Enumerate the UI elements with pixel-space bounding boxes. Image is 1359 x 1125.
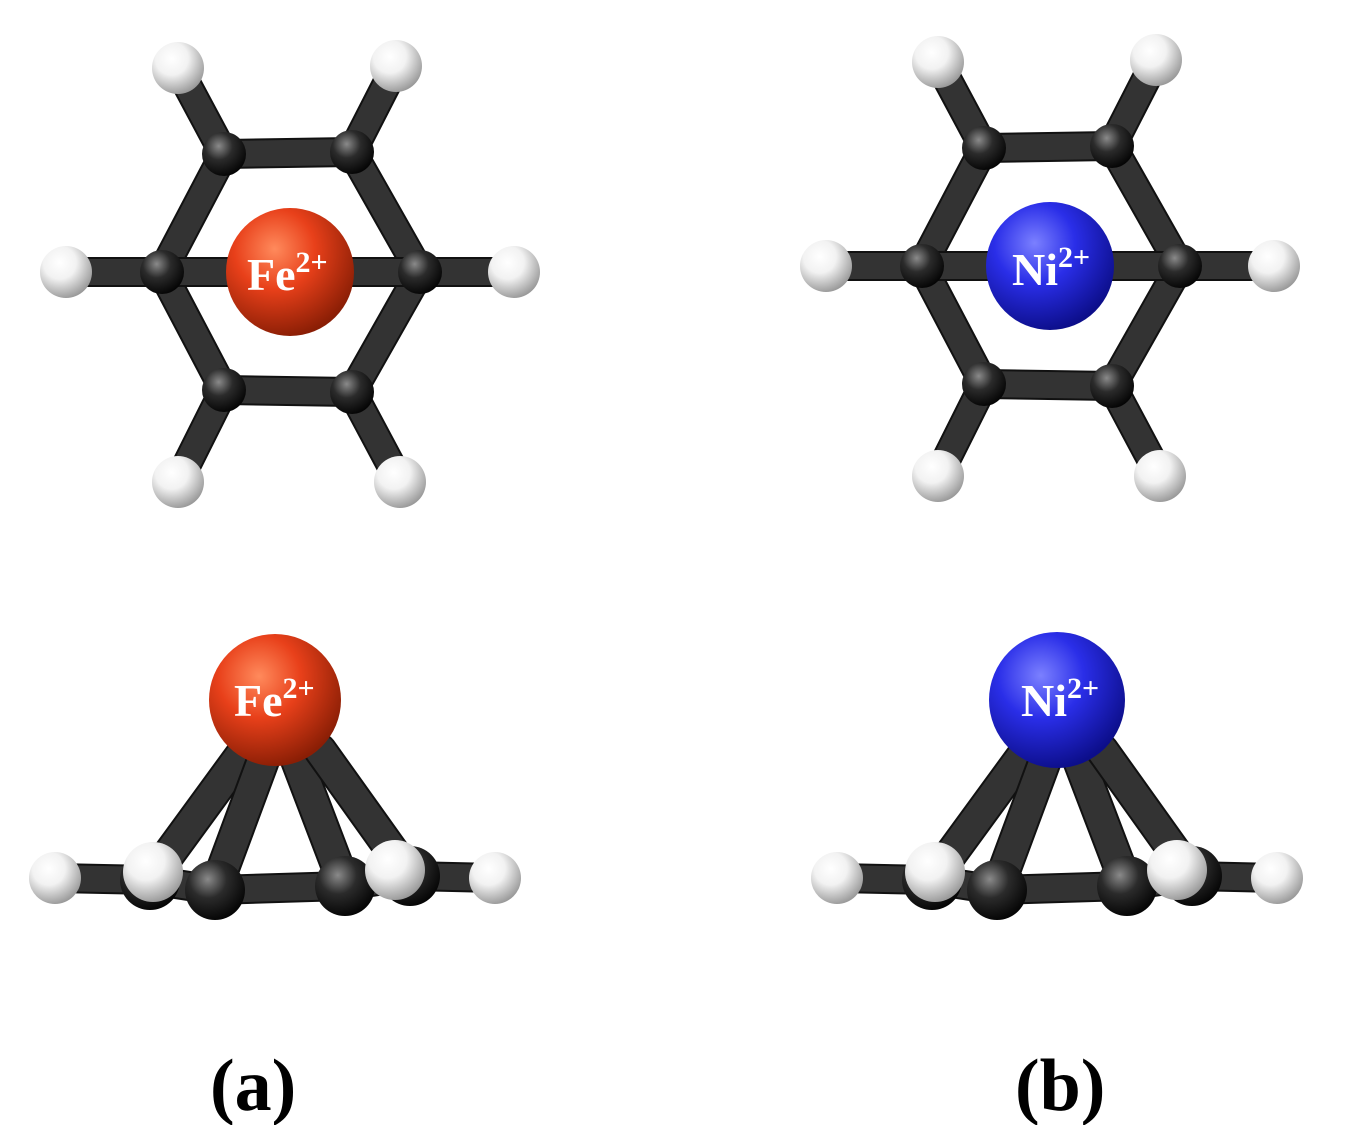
hydrogen-atom [912, 36, 964, 88]
carbon-atom [140, 250, 184, 294]
c-c-bond-highlight [149, 259, 237, 403]
hydrogen-atom [469, 852, 521, 904]
panel-b-side-atoms [811, 840, 1303, 920]
fe-ion-sphere-side [209, 634, 341, 766]
hydrogen-atom [1147, 840, 1207, 900]
panel-label-b: (b) [1015, 1045, 1105, 1125]
panel-a-side-atoms [29, 840, 521, 920]
panel-b-side-view: Ni2+ [811, 632, 1303, 920]
c-c-bond-highlight [339, 259, 433, 405]
panel-label-a: (a) [210, 1045, 296, 1125]
hydrogen-atom [488, 246, 540, 298]
panel-a-top-atoms [40, 40, 540, 508]
carbon-atom [962, 126, 1006, 170]
hydrogen-atom [905, 842, 965, 902]
panel-b-top-view: Ni2+ [800, 34, 1300, 502]
ni-ion-sphere-top [986, 202, 1114, 330]
c-c-bond-highlight [909, 135, 997, 279]
ni-ion-top: Ni2+ [986, 202, 1114, 330]
hydrogen-atom [370, 40, 422, 92]
c-c-bond-highlight [1099, 253, 1193, 399]
carbon-atom [185, 860, 245, 920]
carbon-atom [398, 250, 442, 294]
panel-b: Ni2+ Ni2+ (b) [800, 34, 1303, 1125]
hydrogen-atom [811, 852, 863, 904]
c-c-bond-highlight [149, 141, 237, 285]
hydrogen-atom [123, 842, 183, 902]
hydrogen-atom [1248, 240, 1300, 292]
fe-ion-label-top: Fe2+ [247, 246, 328, 300]
carbon-atom [1090, 364, 1134, 408]
hydrogen-atom [374, 456, 426, 508]
carbon-atom [315, 856, 375, 916]
carbon-atom [330, 370, 374, 414]
carbon-atom [900, 244, 944, 288]
hydrogen-atom [912, 450, 964, 502]
panel-b-top-atoms [800, 34, 1300, 502]
fe-ion-side: Fe2+ [209, 634, 341, 766]
c-c-bond-highlight [339, 139, 433, 285]
panel-a: Fe2+ Fe2+ (a) [29, 40, 540, 1125]
hydrogen-atom [152, 456, 204, 508]
hydrogen-atom [1134, 450, 1186, 502]
hydrogen-atom [800, 240, 852, 292]
c-c-bond-highlight [909, 253, 997, 397]
panel-a-top-view: Fe2+ [40, 40, 540, 508]
carbon-atom [330, 130, 374, 174]
carbon-atom [1090, 124, 1134, 168]
carbon-atom [1097, 856, 1157, 916]
ni-ion-label-side: Ni2+ [1021, 672, 1099, 726]
fe-ion-top: Fe2+ [226, 208, 354, 336]
ni-ion-label-top: Ni2+ [1012, 241, 1090, 295]
fe-ion-sphere-top [226, 208, 354, 336]
carbon-atom [202, 368, 246, 412]
hydrogen-atom [365, 840, 425, 900]
ni-ion-sphere-side [989, 632, 1125, 768]
fe-ion-label-side: Fe2+ [234, 672, 315, 726]
carbon-atom [202, 132, 246, 176]
hydrogen-atom [152, 42, 204, 94]
ni-ion-side: Ni2+ [989, 632, 1125, 768]
carbon-atom [962, 362, 1006, 406]
hydrogen-atom [29, 852, 81, 904]
carbon-atom [967, 860, 1027, 920]
panel-a-side-view: Fe2+ [29, 634, 521, 920]
hydrogen-atom [1251, 852, 1303, 904]
carbon-atom [1158, 244, 1202, 288]
hydrogen-atom [1130, 34, 1182, 86]
hydrogen-atom [40, 246, 92, 298]
c-c-bond-highlight [1099, 133, 1193, 279]
